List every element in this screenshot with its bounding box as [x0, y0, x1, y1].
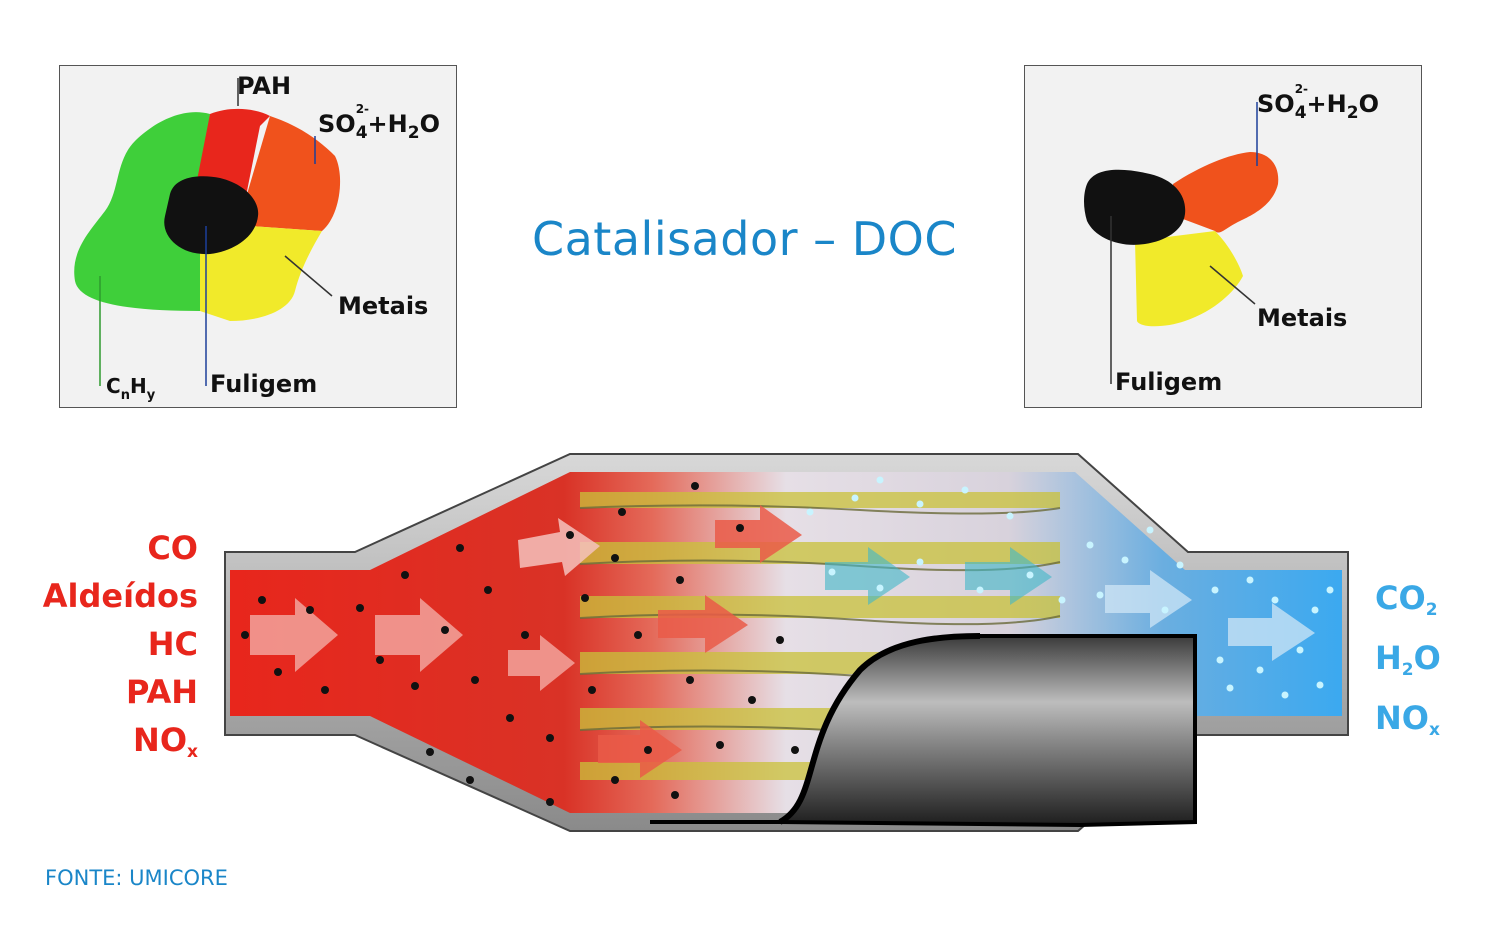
- catalytic-converter: [224, 453, 1349, 832]
- soot-core: [1084, 169, 1186, 245]
- inlet-gas-list: CO Aldeídos HC PAH NOx: [43, 524, 198, 776]
- outlet-gas: CO2: [1375, 579, 1438, 620]
- pah-label: PAH: [237, 72, 292, 100]
- soot-label: Fuligem: [1115, 368, 1223, 396]
- hc-region: [74, 112, 210, 311]
- soot-label: Fuligem: [210, 370, 318, 398]
- diagram-title: Catalisador – DOC: [532, 212, 957, 266]
- inlet-gas: Aldeídos: [42, 577, 198, 615]
- inlet-gas: PAH: [125, 673, 198, 711]
- soot-core: [164, 176, 259, 255]
- particle-after-illustration: [1084, 102, 1279, 384]
- inlet-gas: NOx: [133, 721, 198, 762]
- soot-particles: [241, 482, 799, 806]
- source-credit: FONTE: UMICORE: [45, 866, 228, 890]
- sulfate-region: [1173, 152, 1279, 233]
- flow-arrows: [250, 505, 1315, 778]
- inlet-gas: HC: [147, 625, 198, 663]
- outlet-gas: NOx: [1375, 699, 1440, 740]
- outlet-gas: H2O: [1375, 639, 1441, 680]
- metals-region: [1135, 231, 1243, 327]
- metals-label: Metais: [338, 292, 429, 320]
- outlet-gas-list: CO2 H2O NOx: [1375, 574, 1441, 754]
- inlet-gas: CO: [147, 529, 198, 567]
- metals-region: [200, 226, 322, 321]
- metals-label: Metais: [1257, 304, 1348, 332]
- particle-before-illustration: [74, 78, 341, 386]
- sulfate-region: [245, 116, 341, 231]
- clean-gas-bubbles: [806, 476, 1334, 699]
- hc-label: CnHy: [106, 374, 156, 403]
